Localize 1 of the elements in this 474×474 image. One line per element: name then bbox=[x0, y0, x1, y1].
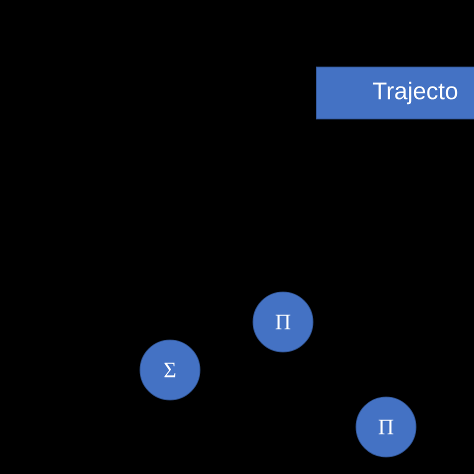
title-box: Trajecto bbox=[316, 66, 474, 120]
